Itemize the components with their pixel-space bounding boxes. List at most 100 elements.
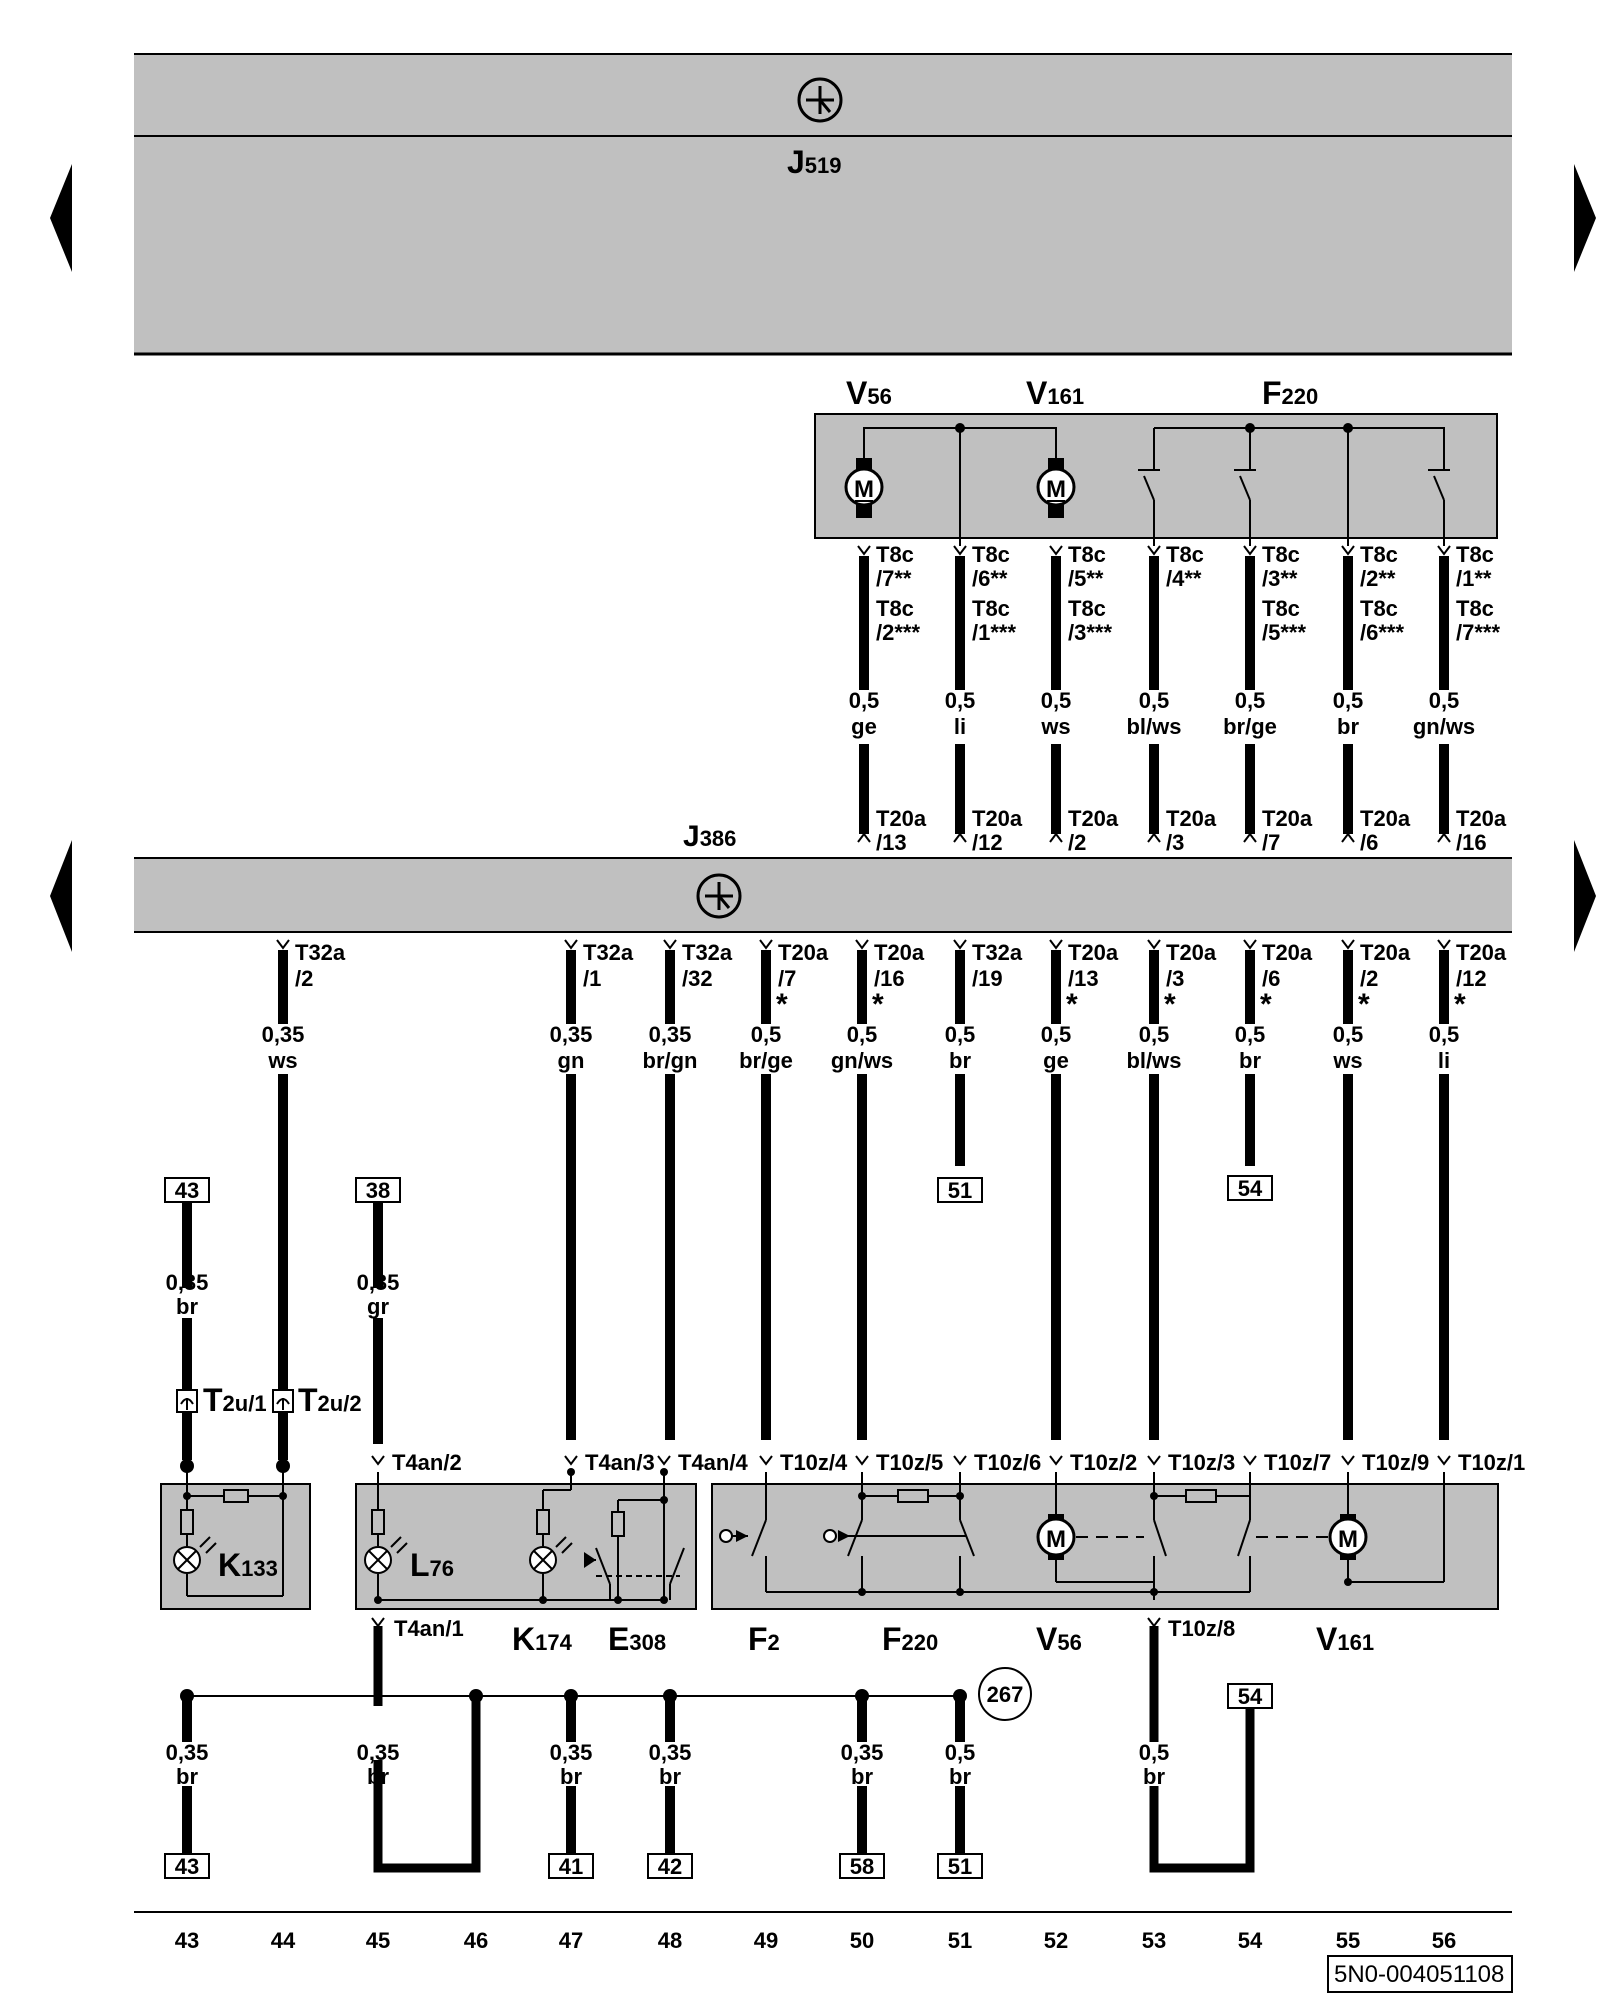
column-number: 54 bbox=[1238, 1928, 1263, 1953]
j386-pin-a: T20a bbox=[778, 940, 829, 965]
j386-pin-a: T20a bbox=[1456, 940, 1507, 965]
column-number: 52 bbox=[1044, 1928, 1068, 1953]
module-j519-label: J519 bbox=[787, 144, 842, 180]
component-v56-label: V56 bbox=[1036, 1621, 1082, 1657]
component-pin-label: T10z/1 bbox=[1458, 1450, 1525, 1475]
j386-pin-b: /16 bbox=[874, 966, 905, 991]
control-unit-icon bbox=[696, 873, 742, 919]
j386-pin-b: /3 bbox=[1166, 966, 1184, 991]
component-pin-label: T4an/2 bbox=[392, 1450, 462, 1475]
wire-size: 0,5 bbox=[1429, 1022, 1460, 1047]
j386-pin-a: T20a bbox=[1360, 940, 1411, 965]
lower-pin: T20a/3*0,5bl/ws bbox=[1126, 939, 1217, 1440]
ground-wire-color: br bbox=[659, 1764, 681, 1789]
wire-size: 0,5 bbox=[1429, 688, 1460, 713]
ground-point-267 bbox=[978, 1667, 1032, 1721]
ground-wire-size: 0,35 bbox=[649, 1740, 692, 1765]
page-next-arrow-mid[interactable] bbox=[1574, 840, 1596, 952]
pin-connector-b: /7** bbox=[876, 566, 912, 591]
j386-pin-b: /6 bbox=[1360, 830, 1378, 855]
pin-connector-a: T8c bbox=[1360, 542, 1398, 567]
page-prev-arrow-top[interactable] bbox=[50, 164, 72, 272]
component-pin: T4an/3 bbox=[564, 1450, 655, 1475]
component-pin-label: T10z/3 bbox=[1168, 1450, 1235, 1475]
ground-wire-size: 0,35 bbox=[166, 1740, 209, 1765]
lower-pin: T20a/12*0,5li bbox=[1429, 939, 1507, 1440]
wire-43-color: br bbox=[176, 1294, 198, 1319]
pin-star: * bbox=[1066, 988, 1078, 1021]
pin-star: * bbox=[1164, 988, 1176, 1021]
page-prev-arrow-mid[interactable] bbox=[50, 840, 72, 952]
column-number: 50 bbox=[850, 1928, 874, 1953]
column-number: 44 bbox=[271, 1928, 296, 1953]
wire-size: 0,5 bbox=[945, 688, 976, 713]
ground-wire-size: 0,35 bbox=[357, 1740, 400, 1765]
wire-38-color: gr bbox=[367, 1294, 389, 1319]
svg-text:M: M bbox=[1046, 1526, 1066, 1553]
lamp-k133-icon bbox=[173, 1536, 217, 1574]
component-pin-label: T4an/3 bbox=[585, 1450, 655, 1475]
pin-connector-d: /2*** bbox=[876, 620, 920, 645]
ground-wire-size: 0,5 bbox=[945, 1740, 976, 1765]
j386-pin-b: /32 bbox=[682, 966, 713, 991]
component-pin-label: T10z/7 bbox=[1264, 1450, 1331, 1475]
svg-text:41: 41 bbox=[559, 1854, 583, 1879]
pin-connector-d: /5*** bbox=[1262, 620, 1306, 645]
component-pin-label: T10z/9 bbox=[1362, 1450, 1429, 1475]
j386-pin-a: T32a bbox=[682, 940, 733, 965]
wire-size: 0,5 bbox=[1235, 688, 1266, 713]
motor-v56-icon: M bbox=[1036, 1514, 1076, 1560]
pin-connector-d: /3*** bbox=[1068, 620, 1112, 645]
j386-pin-b: /1 bbox=[583, 966, 601, 991]
pin-connector-a: T8c bbox=[1262, 542, 1300, 567]
wire-color: ws bbox=[267, 1048, 297, 1073]
column-number: 48 bbox=[658, 1928, 682, 1953]
switch-f2-icon bbox=[719, 1529, 748, 1543]
ground-wire-size: 0,35 bbox=[841, 1740, 884, 1765]
component-l76-label: L76 bbox=[410, 1547, 454, 1583]
ref-box-43: 43 bbox=[164, 1177, 210, 1203]
svg-text:38: 38 bbox=[366, 1178, 390, 1203]
wire-38-size: 0,35 bbox=[357, 1270, 400, 1295]
ground-wire-size: 0,5 bbox=[1139, 1740, 1170, 1765]
component-pin: T10z/5 bbox=[855, 1450, 943, 1475]
component-pin: T10z/1 bbox=[1437, 1450, 1525, 1475]
pin-connector-c: T8c bbox=[972, 596, 1010, 621]
component-f220-label: F220 bbox=[882, 1621, 938, 1657]
j386-pin-b: /12 bbox=[972, 830, 1003, 855]
ground-wire-color: br bbox=[560, 1764, 582, 1789]
component-v161-label: V161 bbox=[1316, 1621, 1374, 1657]
component-pin-label: T4an/4 bbox=[678, 1450, 748, 1475]
wire-size: 0,5 bbox=[847, 1022, 878, 1047]
wire-size: 0,5 bbox=[751, 1022, 782, 1047]
ref-box-51: 51 bbox=[937, 1853, 983, 1879]
component-pin: T10z/4 bbox=[759, 1450, 848, 1475]
ref-box-38: 38 bbox=[355, 1177, 401, 1203]
svg-text:M: M bbox=[1338, 1526, 1358, 1553]
j386-pin-a: T20a bbox=[1262, 940, 1313, 965]
pin-connector-b: /1** bbox=[1456, 566, 1492, 591]
j386-pin-b: /13 bbox=[876, 830, 907, 855]
ground-wire-size: 0,35 bbox=[550, 1740, 593, 1765]
pin-star: * bbox=[1260, 988, 1272, 1021]
module-j386-label: J386 bbox=[683, 820, 736, 853]
component-pin-label: T10z/2 bbox=[1070, 1450, 1137, 1475]
door-label-v56: V56 bbox=[846, 375, 892, 411]
wire-color: br/gn bbox=[643, 1048, 698, 1073]
component-e308-label: E308 bbox=[608, 1621, 666, 1657]
wire-size: 0,5 bbox=[1041, 1022, 1072, 1047]
svg-text:51: 51 bbox=[948, 1178, 972, 1203]
motor-v161-icon: M bbox=[1328, 1514, 1368, 1560]
pin-connector-c: T8c bbox=[1068, 596, 1106, 621]
page-next-arrow-top[interactable] bbox=[1574, 164, 1596, 272]
connector-t2u1-label: T2u/1 bbox=[203, 1382, 267, 1418]
j386-pin-b: /2 bbox=[295, 966, 313, 991]
pin-connector-a: T8c bbox=[876, 542, 914, 567]
